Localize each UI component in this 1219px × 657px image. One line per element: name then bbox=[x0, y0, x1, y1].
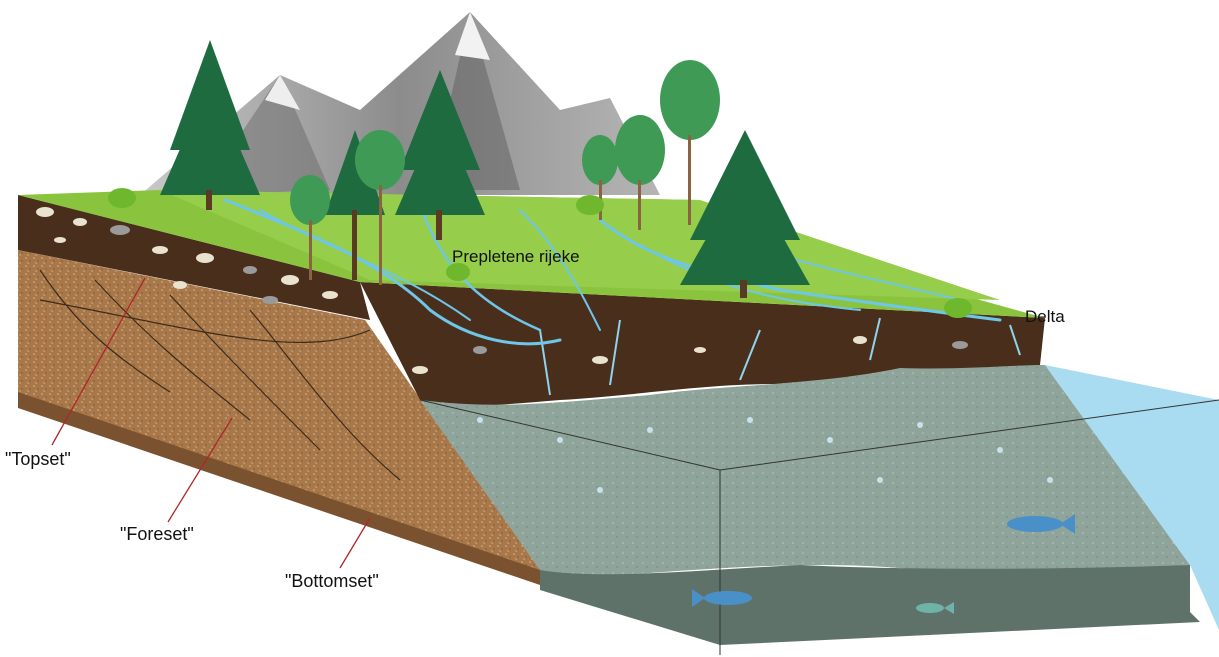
label-braided-rivers: Prepletene rijeke bbox=[452, 247, 580, 266]
label-bottomset: "Bottomset" bbox=[285, 571, 379, 591]
foreset-layer bbox=[18, 250, 540, 570]
sea-edge-right bbox=[1045, 365, 1219, 630]
shrubs bbox=[108, 188, 972, 318]
water-bubbles bbox=[477, 417, 1053, 493]
fish bbox=[692, 514, 1075, 614]
deciduous-trees bbox=[290, 60, 720, 285]
label-foreset: "Foreset" bbox=[120, 524, 194, 544]
foreset-bedding-lines bbox=[39, 269, 401, 481]
bottomset-layer bbox=[18, 390, 540, 585]
sea-water bbox=[420, 365, 1190, 577]
conifer-trees bbox=[160, 40, 810, 298]
topset-pebbles bbox=[36, 207, 338, 304]
deep-water bbox=[540, 565, 1200, 645]
topset-layer bbox=[18, 195, 370, 320]
label-delta: Delta bbox=[1025, 307, 1065, 326]
delta-front-pebbles bbox=[412, 336, 968, 374]
leader-lines bbox=[51, 277, 371, 569]
delta-front-streams bbox=[539, 317, 1021, 396]
label-topset: "Topset" bbox=[5, 449, 71, 469]
block-outline bbox=[419, 399, 1219, 655]
